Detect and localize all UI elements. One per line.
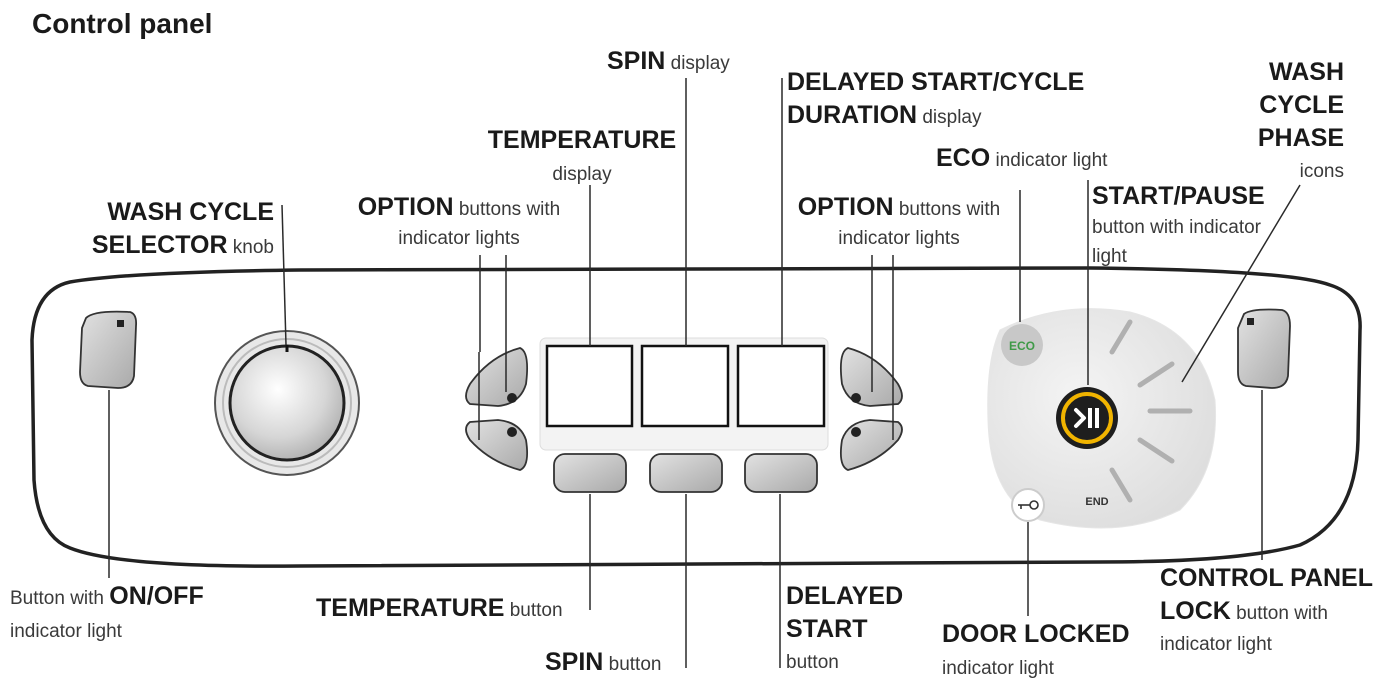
temperature-button-label: TEMPERATURE button <box>316 594 563 625</box>
eco-light-label: ECO indicator light <box>936 144 1107 175</box>
label-rest: indicator light <box>942 658 1054 679</box>
label-bold: SELECTOR <box>91 231 228 259</box>
label-rest: indicator light <box>1160 634 1272 655</box>
label-bold: OPTION <box>797 193 894 221</box>
label-rest: button <box>786 652 839 673</box>
temperature-display <box>545 344 634 428</box>
label-bold: TEMPERATURE <box>316 594 505 622</box>
spin-button <box>649 453 723 493</box>
wash-cycle-phase-icons <box>1109 319 1193 503</box>
eco-text: ECO <box>1009 339 1035 353</box>
label-rest: indicator light <box>995 150 1108 171</box>
label-bold: LOCK <box>1160 597 1231 625</box>
label-rest: light <box>1092 246 1127 267</box>
on-off-indicator-light <box>117 320 124 327</box>
label-bold: DURATION <box>787 101 918 129</box>
label-bold: ECO <box>936 144 991 172</box>
label-rest: button with indicator <box>1092 217 1261 238</box>
label-bold: DELAYED START/CYCLE <box>787 68 1085 96</box>
leader-lines <box>108 78 1301 668</box>
label-rest: buttons with <box>898 199 1001 220</box>
wash-cycle-selector-label: WASH CYCLE SELECTOR knob <box>60 197 274 263</box>
label-rest: Button with <box>10 588 104 609</box>
door-locked-label: DOOR LOCKED indicator light <box>942 618 1130 685</box>
label-bold: DOOR LOCKED <box>942 620 1130 648</box>
label-rest: button with <box>1236 603 1329 624</box>
option-right-label: OPTION buttons with indicator lights <box>786 193 1012 253</box>
label-rest: indicator light <box>10 621 122 642</box>
label-rest: display <box>670 53 730 74</box>
label-bold: CONTROL PANEL <box>1160 564 1373 592</box>
label-bold: CYCLE <box>1259 91 1344 119</box>
label-rest: display <box>552 164 612 185</box>
wash-cycle-selector-knob <box>214 330 360 476</box>
display-area <box>539 337 829 451</box>
door-locked-indicator <box>1011 488 1045 522</box>
label-rest: indicator lights <box>838 228 960 249</box>
label-bold: SPIN <box>607 47 666 75</box>
temperature-display-label: TEMPERATURE display <box>474 124 690 191</box>
label-bold: WASH CYCLE <box>107 198 274 226</box>
spin-button-label: SPIN button <box>545 648 661 679</box>
label-bold: OPTION <box>357 193 454 221</box>
label-bold: ON/OFF <box>109 582 204 610</box>
start-pause-label: START/PAUSE button with indicator light <box>1092 182 1265 271</box>
delayed-start-label: DELAYED START button <box>786 581 903 678</box>
label-bold: PHASE <box>1257 124 1344 152</box>
lock-indicator-light <box>1247 318 1254 325</box>
on-off-label: Button with ON/OFF indicator light <box>10 580 204 648</box>
label-bold: START <box>786 615 868 643</box>
control-panel-lock-button <box>1237 308 1291 389</box>
temperature-button <box>553 453 627 493</box>
label-rest: button <box>608 654 662 675</box>
label-rest: button <box>509 600 563 621</box>
label-bold: START/PAUSE <box>1092 182 1265 210</box>
label-bold: TEMPERATURE <box>487 126 677 154</box>
option-left-label: OPTION buttons with indicator lights <box>344 193 574 253</box>
wash-cycle-phase-label: WASH CYCLE PHASE icons <box>1230 57 1344 187</box>
spin-display <box>640 344 730 428</box>
label-bold: SPIN <box>545 648 604 676</box>
label-bold: DELAYED <box>786 582 904 610</box>
label-rest: icons <box>1299 161 1344 182</box>
label-bold: WASH <box>1269 58 1344 86</box>
label-rest: knob <box>232 237 274 258</box>
diagram-title: Control panel <box>32 8 213 39</box>
eco-indicator-light: ECO <box>1001 324 1043 366</box>
delayed-start-display <box>736 344 826 428</box>
spin-display-label: SPIN display <box>607 47 730 78</box>
label-rest: display <box>922 107 982 128</box>
on-off-button <box>79 310 138 389</box>
option-buttons-left <box>465 347 529 471</box>
control-panel-lock-label: CONTROL PANEL LOCK button with indicator… <box>1160 563 1373 660</box>
delayed-display-label: DELAYED START/CYCLE DURATION display <box>787 67 1084 133</box>
delayed-start-button <box>744 453 818 493</box>
end-text: END <box>1085 496 1108 508</box>
label-rest: indicator lights <box>398 228 520 249</box>
label-rest: buttons with <box>458 199 561 220</box>
start-pause-button <box>1056 387 1118 449</box>
